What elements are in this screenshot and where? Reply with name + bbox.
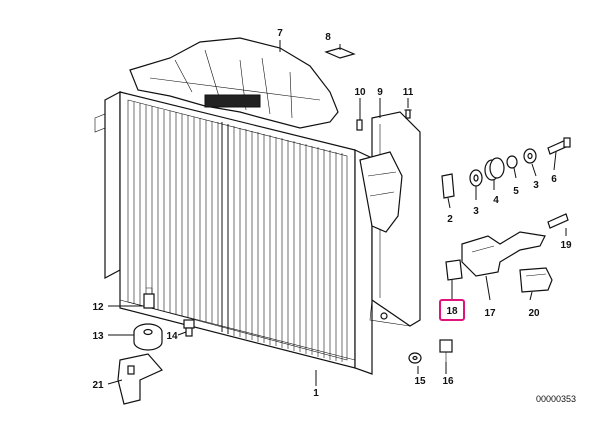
label-2: 2 bbox=[447, 214, 453, 225]
label-7: 7 bbox=[277, 28, 283, 39]
grommet-part-4 bbox=[484, 157, 505, 181]
label-16: 16 bbox=[442, 376, 454, 387]
washer-part-15 bbox=[408, 352, 422, 364]
highlight-box-18 bbox=[439, 299, 465, 321]
leader-lines bbox=[107, 40, 567, 386]
label-3b: 3 bbox=[533, 180, 539, 191]
label-1: 1 bbox=[313, 388, 319, 399]
label-20: 20 bbox=[528, 308, 540, 319]
label-4: 4 bbox=[493, 195, 499, 206]
rubber-pad-part-20 bbox=[519, 267, 553, 293]
label-19: 19 bbox=[560, 240, 572, 251]
label-21: 21 bbox=[92, 380, 104, 391]
label-3a: 3 bbox=[473, 206, 479, 217]
washer-part-3a bbox=[469, 169, 483, 187]
drawing-code: 00000353 bbox=[536, 394, 576, 404]
label-15: 15 bbox=[414, 376, 426, 387]
clip-part-8 bbox=[324, 47, 356, 59]
bolt-part-6 bbox=[547, 137, 571, 155]
label-17: 17 bbox=[484, 308, 496, 319]
screw-part-11 bbox=[404, 109, 412, 119]
nut-part-18 bbox=[445, 259, 463, 281]
rubber-mount-part-13 bbox=[133, 323, 163, 351]
mounting-bracket-part-17 bbox=[461, 231, 546, 277]
label-11: 11 bbox=[403, 87, 414, 98]
bolt-part-16 bbox=[439, 339, 453, 362]
sleeve-part-5 bbox=[506, 155, 518, 169]
washer-part-3b bbox=[523, 148, 537, 164]
bracket-part-2 bbox=[441, 173, 455, 199]
shroud-dark-strip bbox=[204, 94, 261, 108]
label-14: 14 bbox=[166, 331, 178, 342]
bolt-part-14 bbox=[183, 319, 195, 337]
label-12: 12 bbox=[92, 302, 104, 313]
label-10: 10 bbox=[354, 87, 366, 98]
label-9: 9 bbox=[377, 87, 383, 98]
label-13: 13 bbox=[92, 331, 104, 342]
bolt-part-10 bbox=[356, 119, 363, 131]
radiator bbox=[94, 91, 373, 375]
bracket-part-21 bbox=[117, 353, 163, 405]
pin-part-12 bbox=[143, 287, 155, 309]
screw-part-19 bbox=[547, 213, 569, 229]
label-5: 5 bbox=[513, 186, 519, 197]
label-6: 6 bbox=[551, 174, 557, 185]
fan-shroud bbox=[129, 37, 339, 129]
label-8: 8 bbox=[325, 32, 331, 43]
side-panel bbox=[359, 111, 421, 327]
label-18: 18 bbox=[446, 306, 458, 317]
